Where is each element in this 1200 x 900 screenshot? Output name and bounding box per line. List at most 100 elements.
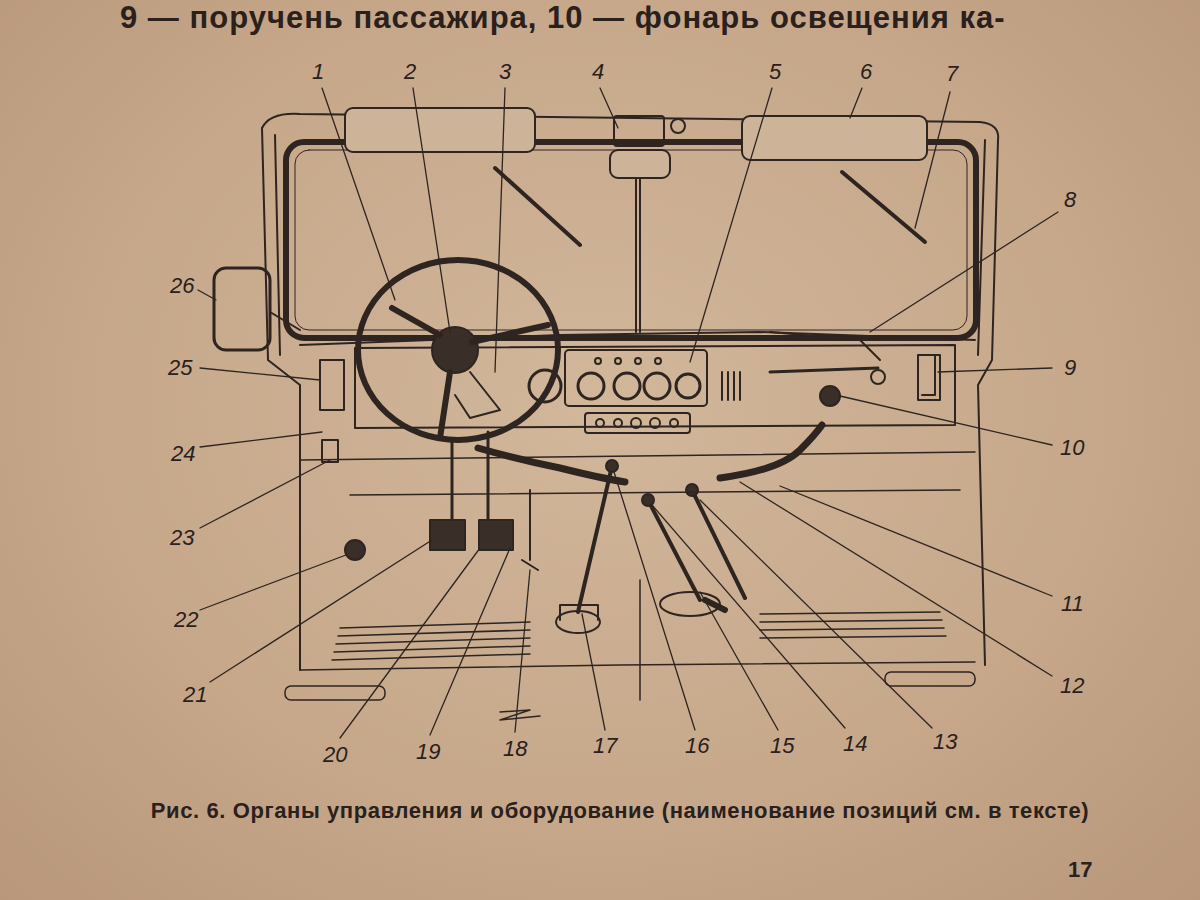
callout-number: 17 bbox=[591, 734, 619, 758]
instrument-cluster bbox=[655, 358, 661, 364]
glovebox-handle bbox=[922, 355, 935, 395]
floor-mat bbox=[300, 662, 975, 670]
instrument-cluster bbox=[565, 350, 707, 406]
callout-number: 20 bbox=[321, 743, 349, 767]
floor-mat bbox=[885, 672, 975, 686]
pedal bbox=[430, 520, 465, 550]
callout-number: 1 bbox=[310, 60, 326, 84]
leader-line bbox=[740, 482, 1052, 676]
instrument-cluster bbox=[650, 418, 660, 428]
rear-view-mirror bbox=[614, 116, 664, 146]
instrument-cluster bbox=[595, 358, 601, 364]
instrument-cluster bbox=[529, 350, 740, 433]
rear-view-mirror bbox=[636, 178, 640, 332]
callout-number: 4 bbox=[590, 60, 606, 84]
leader-line bbox=[870, 212, 1058, 332]
leader-line bbox=[198, 290, 216, 300]
windshield-frame bbox=[262, 114, 998, 665]
floor-mat bbox=[639, 580, 641, 700]
gear-lever bbox=[686, 484, 698, 496]
rear-view-mirror bbox=[610, 116, 685, 332]
instrument-cluster bbox=[670, 419, 678, 427]
leader-line bbox=[850, 88, 862, 118]
steering-wheel bbox=[358, 260, 558, 440]
sun-visor bbox=[742, 116, 927, 160]
pedal bbox=[522, 490, 538, 570]
leader-line bbox=[200, 460, 330, 528]
callout-number: 6 bbox=[858, 60, 874, 84]
leader-line bbox=[210, 540, 432, 682]
leader-line bbox=[200, 555, 346, 610]
gear-lever bbox=[578, 466, 612, 612]
wiring-harness bbox=[478, 425, 822, 482]
gear-lever bbox=[556, 460, 745, 633]
leader-line bbox=[600, 88, 618, 128]
figure-caption: Рис. 6. Органы управления и оборудование… bbox=[120, 793, 1120, 828]
floor-mat bbox=[500, 710, 540, 720]
gear-lever bbox=[556, 611, 600, 633]
callout-number: 22 bbox=[172, 608, 200, 632]
leader-line bbox=[938, 368, 1052, 372]
callout-number: 24 bbox=[169, 442, 197, 466]
callout-number: 15 bbox=[768, 734, 796, 758]
leader-line bbox=[200, 432, 322, 447]
leader-line bbox=[430, 548, 510, 735]
instrument-cluster bbox=[585, 413, 690, 433]
side-mirror bbox=[214, 268, 270, 350]
leader-line bbox=[840, 396, 1052, 445]
door-hinge bbox=[345, 540, 365, 560]
instrument-cluster bbox=[596, 419, 604, 427]
windshield-frame bbox=[275, 135, 985, 355]
callout-number: 26 bbox=[168, 274, 196, 298]
rear-view-mirror bbox=[610, 150, 670, 178]
door-hinge bbox=[320, 355, 940, 560]
pedal bbox=[430, 432, 538, 570]
callout-number: 21 bbox=[181, 683, 209, 707]
gear-lever bbox=[642, 494, 654, 506]
gear-lever bbox=[560, 605, 598, 620]
dashboard bbox=[770, 332, 880, 360]
wiring-harness bbox=[478, 448, 625, 482]
wiper-blade bbox=[495, 168, 925, 245]
callout-number: 13 bbox=[931, 730, 959, 754]
floor-mat bbox=[332, 622, 530, 660]
glovebox-handle bbox=[820, 386, 840, 406]
windshield-frame bbox=[295, 150, 967, 330]
instrument-cluster bbox=[644, 373, 670, 399]
rear-view-mirror bbox=[671, 119, 685, 133]
callout-number: 9 bbox=[1062, 356, 1078, 380]
instrument-cluster bbox=[676, 374, 700, 398]
callout-number: 18 bbox=[501, 737, 529, 761]
sun-visor bbox=[345, 108, 535, 152]
dashboard bbox=[300, 332, 975, 345]
leader-line bbox=[198, 88, 1058, 738]
callout-number: 7 bbox=[944, 62, 960, 86]
windshield-frame bbox=[262, 128, 300, 670]
instrument-cluster bbox=[722, 372, 740, 400]
glovebox-handle bbox=[871, 370, 885, 384]
floor-mat bbox=[285, 452, 975, 720]
leader-line bbox=[340, 548, 480, 738]
callout-number: 16 bbox=[683, 734, 711, 758]
door-hinge bbox=[320, 360, 344, 410]
floor-mat bbox=[760, 612, 946, 638]
wiring-harness bbox=[720, 425, 822, 478]
door-hinge bbox=[918, 355, 940, 400]
instrument-cluster bbox=[635, 358, 641, 364]
side-mirror bbox=[270, 312, 300, 330]
callout-number: 14 bbox=[841, 732, 869, 756]
callout-number: 19 bbox=[414, 740, 442, 764]
page-number: 17 bbox=[1068, 859, 1092, 881]
instrument-cluster bbox=[631, 418, 641, 428]
callout-number: 25 bbox=[166, 356, 194, 380]
windshield-frame bbox=[262, 114, 998, 670]
instrument-cluster bbox=[614, 419, 622, 427]
leader-line bbox=[582, 614, 605, 730]
callout-number: 23 bbox=[168, 526, 196, 550]
leader-line bbox=[413, 88, 450, 332]
gear-lever bbox=[606, 460, 618, 472]
leader-line bbox=[200, 368, 320, 380]
door-hinge bbox=[322, 440, 338, 462]
steering-wheel bbox=[392, 308, 548, 438]
